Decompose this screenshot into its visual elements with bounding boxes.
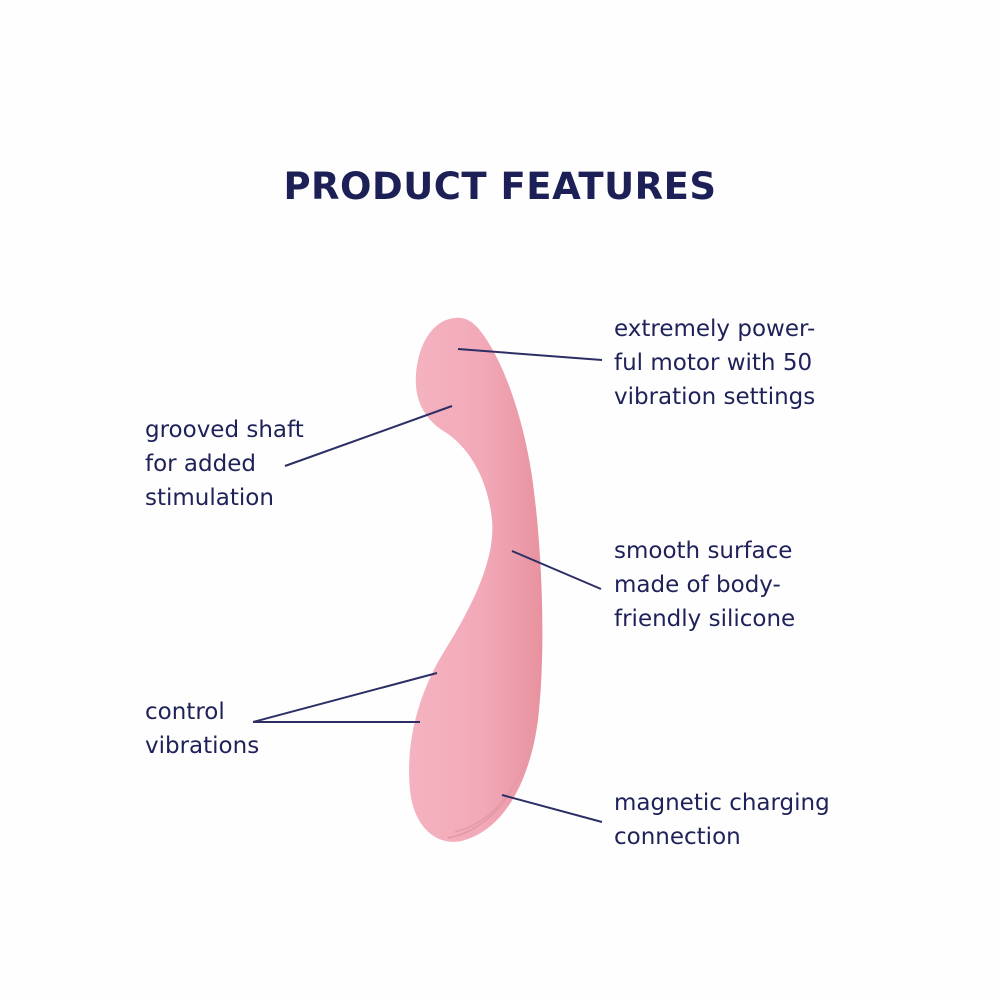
diagram-title: PRODUCT FEATURES [283,165,717,208]
callout-text: grooved shaft [145,417,304,443]
callout-text: vibration settings [614,384,816,410]
leader-line-surface [511,550,602,590]
leader-lines [252,348,603,823]
callout-motor: extremely power- ful motor with 50 vibra… [614,312,815,414]
callout-surface: smooth surface made of body- friendly si… [614,534,795,636]
leader-line-motor [457,348,603,361]
ridge-line [454,729,535,833]
callout-text: ful motor with 50 [614,350,813,376]
callout-text: extremely power- [614,316,816,342]
callout-controls: control vibrations [145,695,259,763]
leader-line-controls-a [252,672,438,723]
callout-text: control [145,699,225,725]
callout-text: made of body- [614,572,781,598]
leader-line-charging [501,794,603,823]
callout-text: friendly silicone [614,606,796,632]
callout-charging: magnetic charging connection [614,786,830,854]
product-silhouette [409,317,543,842]
callout-grooved: grooved shaft for added stimulation [145,413,304,515]
callout-text: stimulation [145,485,274,511]
callout-text: smooth surface [614,538,793,564]
leader-line-grooved [284,405,453,467]
callout-text: magnetic charging [614,790,830,816]
callout-text: connection [614,824,741,850]
callout-text: for added [145,451,256,477]
callout-text: vibrations [145,733,260,759]
